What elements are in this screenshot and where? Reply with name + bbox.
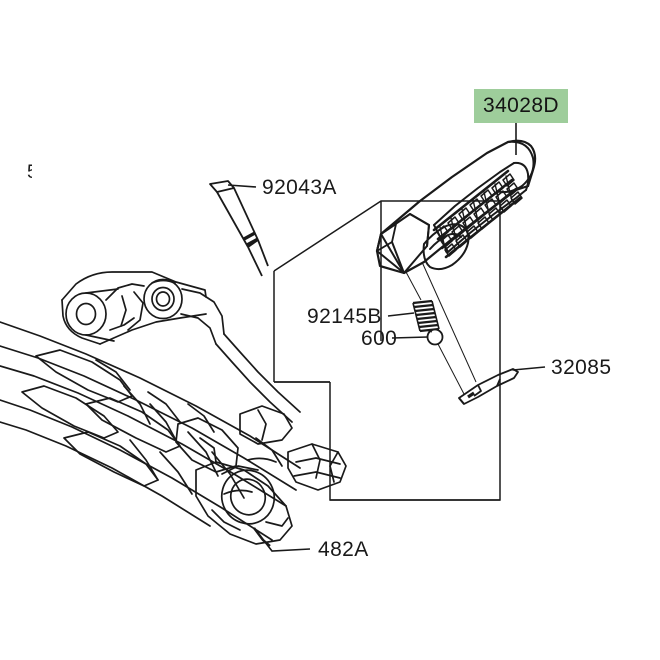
callout-92145B[interactable]: 92145B	[307, 305, 382, 328]
callout-34028D[interactable]: 34028D	[474, 89, 568, 123]
stopper-clip-part	[458, 368, 519, 405]
leader-92145B	[387, 312, 415, 317]
leader-600	[391, 336, 429, 339]
callout-32085[interactable]: 32085	[551, 356, 612, 379]
assembly-alignment-lines	[405, 261, 477, 395]
leader-482A-arrow	[253, 527, 271, 547]
frame-bracket-assembly	[0, 271, 347, 545]
detent-spring-part	[412, 299, 440, 333]
pivot-pin-part	[209, 180, 269, 277]
callout-600[interactable]: 600	[361, 327, 398, 350]
callout-482A[interactable]: 482A	[318, 538, 369, 561]
footpeg-part	[375, 139, 537, 275]
clipped-edge-character: 5	[27, 163, 32, 183]
assembly-guide-boxes	[273, 200, 501, 501]
leader-32085	[512, 366, 546, 371]
callout-leader-lines	[227, 120, 546, 552]
leader-92043A	[227, 184, 257, 188]
callout-92043A[interactable]: 92043A	[262, 176, 337, 199]
